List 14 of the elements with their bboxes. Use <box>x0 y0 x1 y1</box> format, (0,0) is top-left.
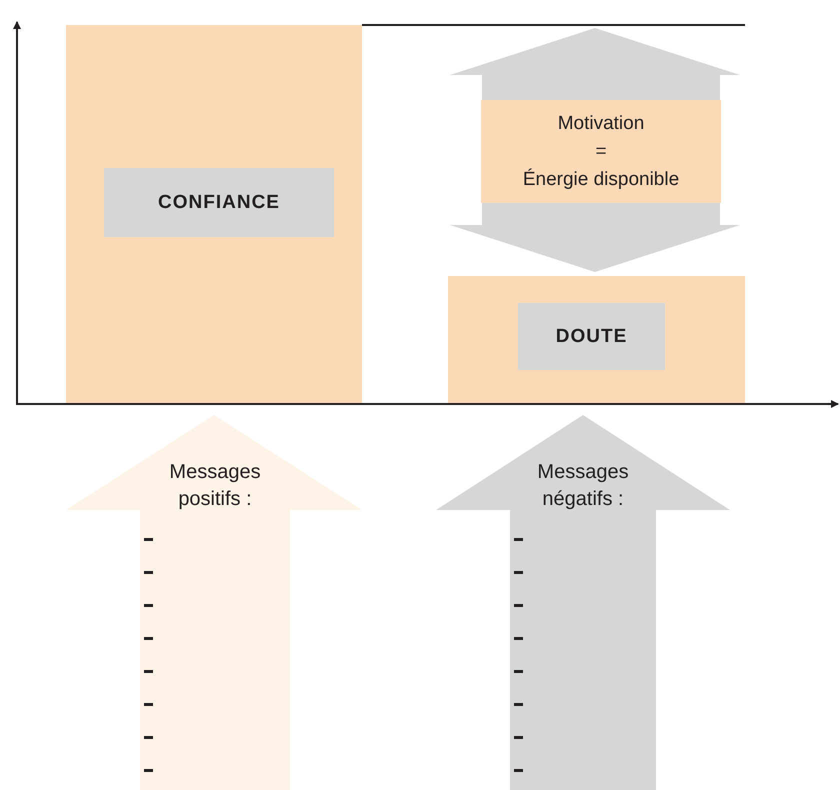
equation-line: = <box>595 140 607 164</box>
arrow-heading: Messages positifs : <box>168 460 262 512</box>
label-box <box>104 168 334 237</box>
filled-panel <box>448 276 745 403</box>
up-arrow-panel <box>66 415 362 790</box>
equation-box <box>481 100 721 203</box>
label-box <box>518 303 665 370</box>
up-arrow-panel <box>436 415 730 790</box>
filled-panel <box>66 25 362 403</box>
arrow-heading: Messages négatifs : <box>536 460 630 512</box>
equation-line: Motivation <box>558 112 644 136</box>
equation-line: Énergie disponible <box>522 168 680 192</box>
box-label: CONFIANCE <box>158 192 280 214</box>
box-label: DOUTE <box>556 326 628 348</box>
